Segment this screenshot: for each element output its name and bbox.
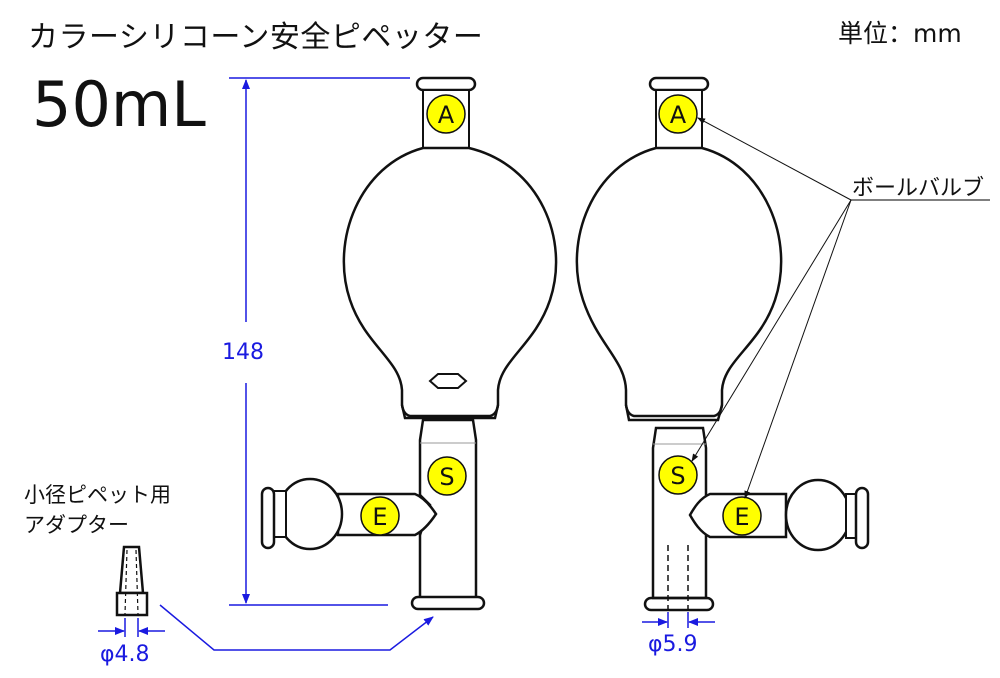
adapter-label-line1: 小径ピペット用 <box>24 483 171 507</box>
right-bottom-cap <box>643 596 715 612</box>
valve-e-letter-right: E <box>734 503 749 531</box>
height-dimension-label: 148 <box>222 340 264 365</box>
left-top-cap <box>415 76 477 92</box>
left-side-cap <box>260 486 276 550</box>
left-hexagon <box>428 373 468 389</box>
outlet-diameter-label: φ5.9 <box>648 632 698 657</box>
adapter-tip <box>118 545 145 595</box>
valve-e-letter: E <box>372 503 387 531</box>
left-bottom-cap <box>410 595 486 611</box>
left-bulb <box>342 146 558 418</box>
valve-s-badge-right <box>658 455 698 495</box>
valve-s-letter-right: S <box>670 462 685 490</box>
adapter-label: 小径ピペット用 アダプター <box>24 480 171 540</box>
valve-s-letter: S <box>439 463 454 491</box>
right-bulb <box>575 146 783 418</box>
page-title: カラーシリコーン安全ピペッター <box>28 20 484 55</box>
right-side-cap <box>854 486 870 550</box>
adapter-diameter-label: φ4.8 <box>100 642 150 667</box>
left-side-ball <box>276 477 344 551</box>
right-side-ball <box>784 478 852 552</box>
valve-a-badge-left <box>426 94 466 134</box>
valve-a-letter-right: A <box>670 101 687 129</box>
adapter-drawing <box>115 545 149 617</box>
valve-e-badge-left <box>360 496 400 536</box>
valve-a-badge-right <box>658 94 698 134</box>
callout-lines <box>691 117 990 499</box>
valve-s-badge-left <box>427 456 467 496</box>
dimension-lines <box>98 77 715 651</box>
valve-a-letter: A <box>438 101 455 129</box>
right-pipetter <box>575 76 870 612</box>
unit-label: 単位：mm <box>838 19 962 48</box>
right-top-cap <box>648 76 710 92</box>
capacity-label: 50mL <box>32 68 206 141</box>
adapter-label-line2: アダプター <box>24 513 129 537</box>
ball-valve-callout-label: ボールバルブ <box>852 176 985 201</box>
valve-e-badge-right <box>722 496 762 536</box>
left-pipetter <box>260 76 558 611</box>
adapter-base <box>115 591 149 617</box>
